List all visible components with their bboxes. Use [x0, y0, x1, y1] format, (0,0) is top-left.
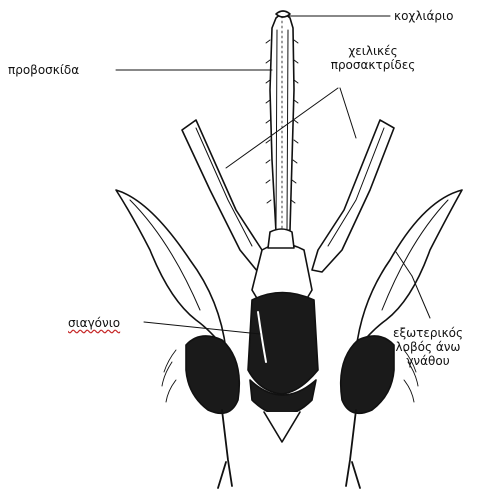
label-labial-palps-line2: προσακτρίδες: [318, 58, 428, 72]
label-maxilla: σιαγόνιο: [68, 316, 120, 330]
label-labial-palps-line1: χειλικές: [318, 44, 428, 58]
label-proboscis: προβοσκίδα: [8, 63, 79, 77]
label-galea-line1: εξωτερικός: [386, 326, 470, 340]
mentum-body: [248, 229, 318, 442]
label-flabellum: κοχλιάριο: [394, 9, 453, 23]
label-galea: εξωτερικός λοβός άνω γνάθου: [386, 326, 470, 368]
label-galea-line2: λοβός άνω: [386, 340, 470, 354]
label-galea-line3: γνάθου: [386, 354, 470, 368]
proboscis-shape: [266, 12, 298, 232]
label-labial-palps: χειλικές προσακτρίδες: [318, 44, 428, 72]
